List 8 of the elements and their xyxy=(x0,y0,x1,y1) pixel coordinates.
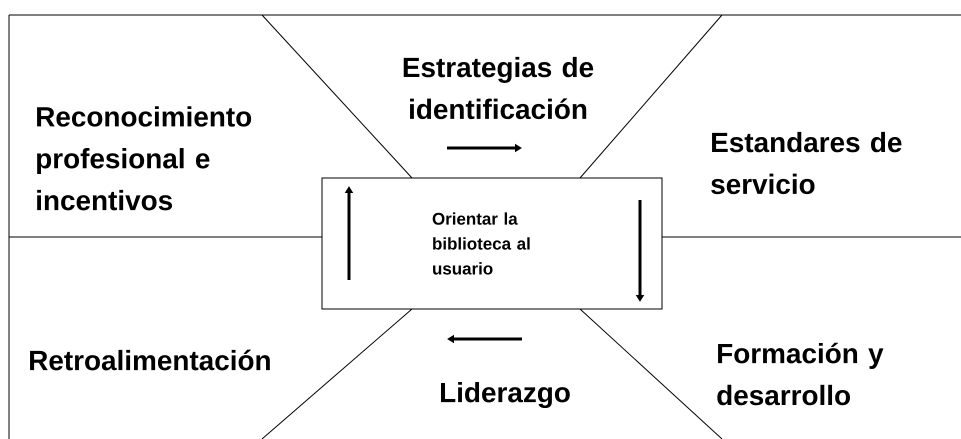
region-label: Estandares de servicio xyxy=(711,132,902,194)
region-label: Liderazgo xyxy=(441,382,570,408)
region-label: Reconocimiento profesional e incentivos xyxy=(37,106,252,210)
region-label: Formación y desarrollo xyxy=(717,342,884,406)
center-box xyxy=(322,178,662,310)
region-label: Retroalimentación xyxy=(30,350,270,370)
box-text: Orientar la biblioteca al usuario xyxy=(432,212,530,275)
region-label: Estrategias de identificación xyxy=(404,56,594,120)
